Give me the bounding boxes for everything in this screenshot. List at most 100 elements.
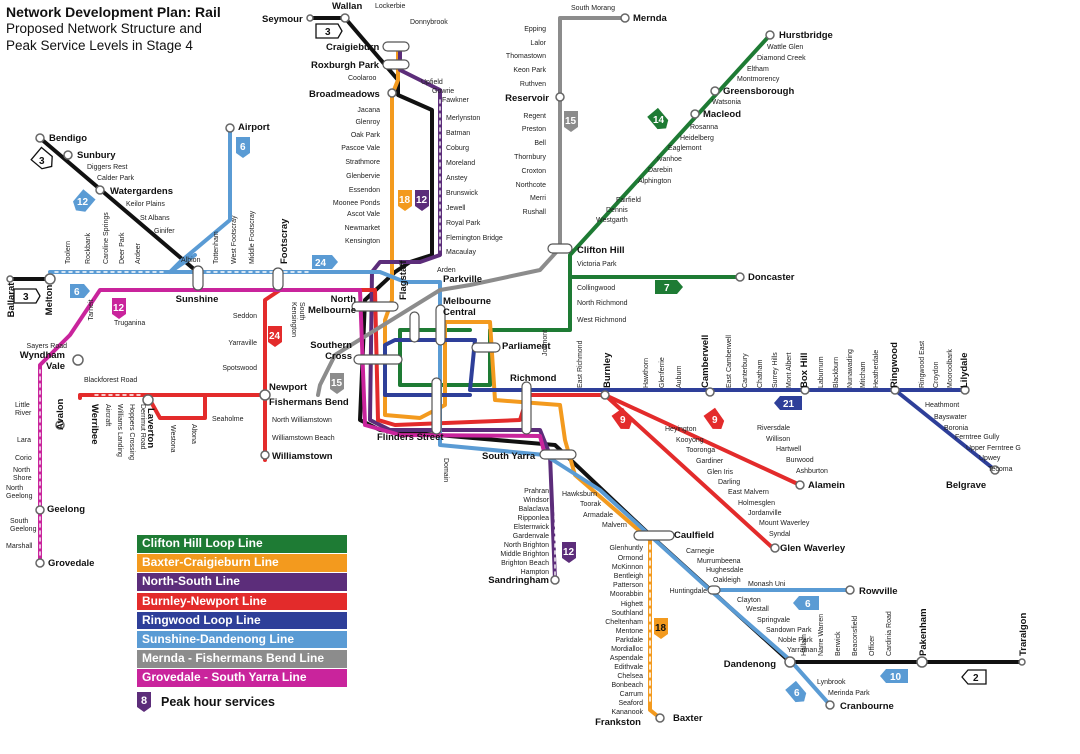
station-label-surrey-hills[interactable]: Surrey Hills — [772, 352, 779, 388]
station-label-croydon[interactable]: Croydon — [933, 361, 940, 388]
marker-burnley[interactable] — [600, 390, 610, 400]
station-label-williams-landing[interactable]: Williams Landing — [116, 404, 123, 457]
marker-laverton[interactable] — [142, 394, 154, 406]
station-label-montmorency[interactable]: Montmorency — [737, 76, 780, 83]
station-label-merri[interactable]: Merri — [530, 195, 546, 202]
interchange-craigieburn[interactable] — [382, 41, 410, 52]
station-label-ashburton[interactable]: Ashburton — [796, 468, 828, 475]
station-label-preston[interactable]: Preston — [522, 126, 546, 133]
station-label-dennis[interactable]: Dennis — [606, 207, 628, 214]
station-label-chelsea[interactable]: Chelsea — [617, 673, 643, 680]
station-label-fairfield[interactable]: Fairfield — [616, 197, 641, 204]
station-label-laverton[interactable]: Laverton — [145, 408, 156, 448]
station-label-seaholme[interactable]: Seaholme — [212, 416, 244, 423]
station-label-albion[interactable]: Albion — [181, 257, 201, 264]
station-label-geelong[interactable]: Geelong — [47, 504, 85, 515]
station-label-pakenham[interactable]: Pakenham — [918, 608, 929, 656]
station-label-lockerbie[interactable]: Lockerbie — [375, 3, 405, 10]
station-label-keilor-plains[interactable]: Keilor Plains — [126, 201, 165, 208]
station-label-ringwood[interactable]: Ringwood — [889, 342, 900, 388]
station-label-regent[interactable]: Regent — [523, 113, 546, 120]
station-label-highett[interactable]: Highett — [621, 601, 643, 608]
station-label-north-richmond[interactable]: North Richmond — [577, 300, 628, 307]
station-label-wattle-glen[interactable]: Wattle Glen — [767, 44, 803, 51]
marker-dandenong[interactable] — [784, 656, 796, 668]
station-label-deer-park[interactable]: Deer Park — [119, 232, 126, 264]
station-label-jewell[interactable]: Jewell — [446, 205, 466, 212]
station-label-lilydale[interactable]: Lilydale — [959, 353, 970, 388]
marker-cranbourne[interactable] — [825, 700, 835, 710]
station-label-st-albans[interactable]: St Albans — [140, 215, 170, 222]
station-label-camberwell[interactable]: Camberwell — [700, 335, 711, 388]
station-label-reservoir[interactable]: Reservoir — [505, 93, 549, 104]
station-label-heidelberg[interactable]: Heidelberg — [680, 135, 714, 142]
station-label-parliament[interactable]: Parliament — [502, 341, 551, 352]
marker-ballarat[interactable] — [6, 275, 14, 283]
station-label-west-footscray[interactable]: West Footscray — [231, 215, 238, 264]
marker-melton[interactable] — [44, 273, 56, 285]
station-label-tottenham[interactable]: Tottenham — [213, 231, 220, 264]
station-label-malvern[interactable]: Malvern — [602, 522, 627, 529]
station-label-essendon[interactable]: Essendon — [349, 187, 380, 194]
station-label-carnegie[interactable]: Carnegie — [686, 548, 715, 555]
station-label-ormond[interactable]: Ormond — [618, 555, 643, 562]
station-label-ripponlea[interactable]: Ripponlea — [517, 515, 549, 522]
station-label-corio[interactable]: Corio — [15, 455, 32, 462]
station-label-derrimut-road[interactable]: Derrimut Road — [139, 404, 146, 450]
station-label-anstey[interactable]: Anstey — [446, 175, 468, 182]
station-label-gowrie[interactable]: Gowrie — [432, 88, 454, 95]
station-label-rushall[interactable]: Rushall — [523, 209, 547, 216]
station-label-victoria-park[interactable]: Victoria Park — [577, 261, 617, 268]
station-label-royal-park[interactable]: Royal Park — [446, 220, 481, 227]
station-label-glenbervie[interactable]: Glenbervie — [346, 173, 380, 180]
station-label-tecoma[interactable]: Tecoma — [988, 466, 1013, 473]
station-label-doncaster[interactable]: Doncaster — [748, 272, 795, 283]
station-label-edithvale[interactable]: Edithvale — [614, 664, 643, 671]
station-label-macaulay[interactable]: Macaulay — [446, 249, 476, 256]
marker-ringwood[interactable] — [890, 385, 900, 395]
station-label-epping[interactable]: Epping — [524, 26, 546, 33]
station-label-canterbury[interactable]: Canterbury — [742, 353, 749, 388]
station-label-flemington-bridge[interactable]: Flemington Bridge — [446, 235, 503, 242]
station-label-avalon[interactable]: Avalon — [55, 398, 66, 430]
station-label-eaglemont[interactable]: Eaglemont — [668, 145, 702, 152]
station-label-traralgon[interactable]: Traralgon — [1018, 613, 1029, 656]
station-label-caulfield[interactable]: Caulfield — [674, 530, 714, 541]
station-label-officer[interactable]: Officer — [869, 635, 876, 656]
station-label-marshall[interactable]: Marshall — [6, 543, 33, 550]
station-label-chatham[interactable]: Chatham — [757, 359, 764, 388]
station-label-cardinia-road[interactable]: Cardinia Road — [886, 611, 893, 656]
station-label-northcote[interactable]: Northcote — [516, 182, 546, 189]
station-label-oakleigh[interactable]: Oakleigh — [713, 577, 741, 584]
station-label-glen-waverley[interactable]: Glen Waverley — [780, 543, 846, 554]
marker-grovedale[interactable] — [35, 558, 45, 568]
station-label-southland[interactable]: Southland — [611, 610, 643, 617]
station-label-glenhuntly[interactable]: Glenhuntly — [610, 545, 644, 552]
station-label-upwey[interactable]: Upwey — [979, 455, 1001, 462]
station-label-murrumbeena[interactable]: Murrumbeena — [697, 558, 741, 565]
station-label-caroline-springs[interactable]: Caroline Springs — [103, 212, 110, 264]
station-label-yarraman[interactable]: Yarraman — [787, 647, 817, 654]
station-label-parkdale[interactable]: Parkdale — [615, 637, 643, 644]
station-label-brunswick[interactable]: Brunswick — [446, 190, 478, 197]
station-label-patterson[interactable]: Patterson — [613, 582, 643, 589]
station-label-kensington[interactable]: Kensington — [345, 238, 380, 245]
station-label-pascoe-vale[interactable]: Pascoe Vale — [341, 145, 380, 152]
station-label-batman[interactable]: Batman — [446, 130, 470, 137]
station-label-mentone[interactable]: Mentone — [616, 628, 643, 635]
station-label-alphington[interactable]: Alphington — [638, 178, 671, 185]
marker-mernda[interactable] — [620, 13, 630, 23]
marker-alamein[interactable] — [795, 480, 805, 490]
station-label-middle-brighton[interactable]: Middle Brighton — [500, 551, 549, 558]
station-label-hallam[interactable]: Hallam — [801, 634, 808, 656]
station-label-heatherdale[interactable]: Heatherdale — [873, 350, 880, 388]
station-label-bayswater[interactable]: Bayswater — [934, 414, 967, 421]
station-label-coburg[interactable]: Coburg — [446, 145, 469, 152]
station-label-heyington[interactable]: Heyington — [665, 426, 697, 433]
station-label-diamond-creek[interactable]: Diamond Creek — [757, 55, 806, 62]
station-label-ringwood-east[interactable]: Ringwood East — [919, 341, 926, 388]
marker-lilydale[interactable] — [960, 385, 970, 395]
station-label-merlynston[interactable]: Merlynston — [446, 115, 480, 122]
